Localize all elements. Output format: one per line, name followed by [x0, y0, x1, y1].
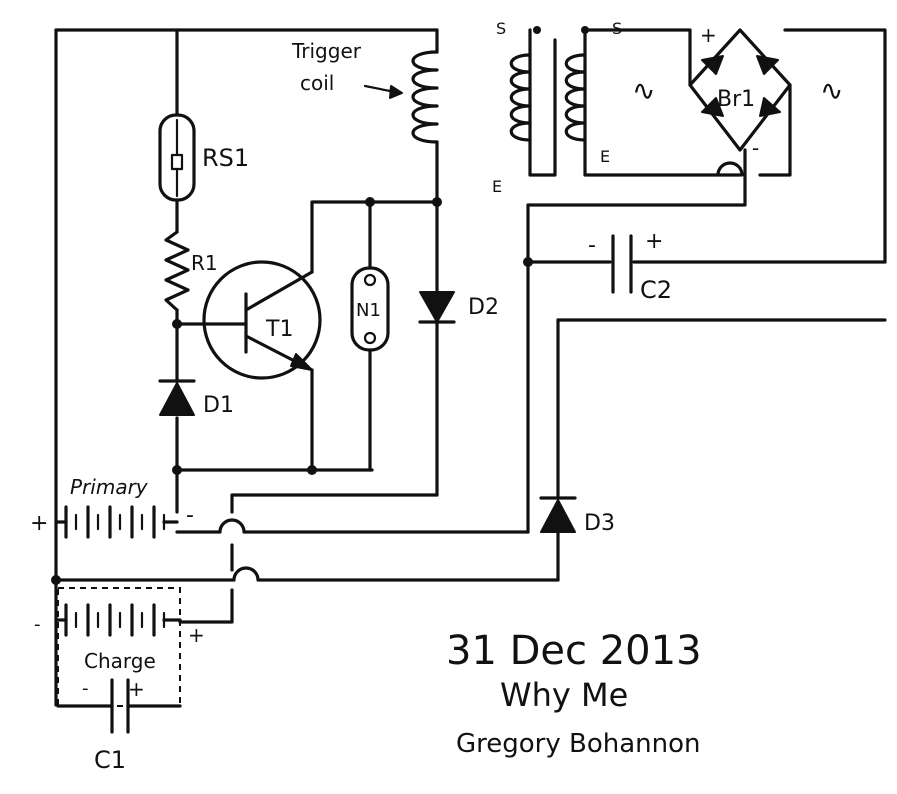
primary-battery [54, 505, 179, 539]
primary-plus: + [30, 511, 48, 536]
br1-bridge-rectifier [688, 28, 792, 152]
coil-s-right: S [612, 19, 622, 38]
n1-label: N1 [356, 300, 381, 321]
trigger-label-line1: Trigger [291, 39, 362, 63]
c2-plus: + [645, 229, 663, 254]
d1-diode [158, 379, 196, 416]
trigger-coil [363, 50, 439, 144]
wires [54, 28, 887, 707]
c1-minus: - [82, 678, 89, 699]
charge-plus: + [188, 623, 205, 647]
signature-block: 31 Dec 2013 Why Me Gregory Bohannon [446, 628, 702, 759]
t1-label: T1 [265, 317, 293, 342]
c2-capacitor [611, 234, 633, 294]
c2-label: C2 [640, 276, 672, 304]
primary-minus: - [186, 503, 194, 528]
r1-resistor [164, 230, 190, 312]
trigger-label-line2: coil [300, 71, 334, 95]
rs1-reed-switch [158, 113, 196, 202]
component-labels: Trigger coil RS1 R1 T1 N1 D1 D2 D3 C2 - … [30, 19, 843, 774]
n1-neon [350, 266, 390, 352]
br1-plus: + [700, 23, 717, 47]
br1-minus: - [752, 136, 759, 160]
coil-e-left: E [492, 177, 502, 196]
c2-minus: - [588, 233, 596, 258]
junction-dots [51, 26, 589, 585]
d2-diode [418, 291, 456, 324]
d1-label: D1 [203, 393, 234, 418]
t1-transistor [202, 260, 322, 380]
charge-label: Charge [84, 649, 156, 673]
coil-e-right: E [600, 147, 610, 166]
d3-label: D3 [584, 511, 615, 536]
rs1-label: RS1 [202, 144, 249, 172]
d3-diode [539, 496, 577, 533]
signature-author: Gregory Bohannon [456, 729, 701, 759]
transformer-coils [509, 53, 587, 142]
d2-label: D2 [468, 295, 499, 320]
ac-symbol-left: ∿ [632, 74, 655, 107]
primary-label: Primary [70, 475, 149, 499]
signature-date: 31 Dec 2013 [446, 628, 702, 674]
c1-label: C1 [94, 746, 126, 774]
charge-battery [54, 587, 182, 707]
c1-plus: + [128, 677, 145, 701]
c1-capacitor [56, 678, 182, 734]
ac-symbol-right: ∿ [820, 74, 843, 107]
br1-label: Br1 [717, 87, 755, 112]
charge-minus: - [34, 614, 41, 635]
r1-label: R1 [191, 251, 218, 275]
coil-s-left: S [496, 19, 506, 38]
signature-title: Why Me [500, 676, 628, 714]
